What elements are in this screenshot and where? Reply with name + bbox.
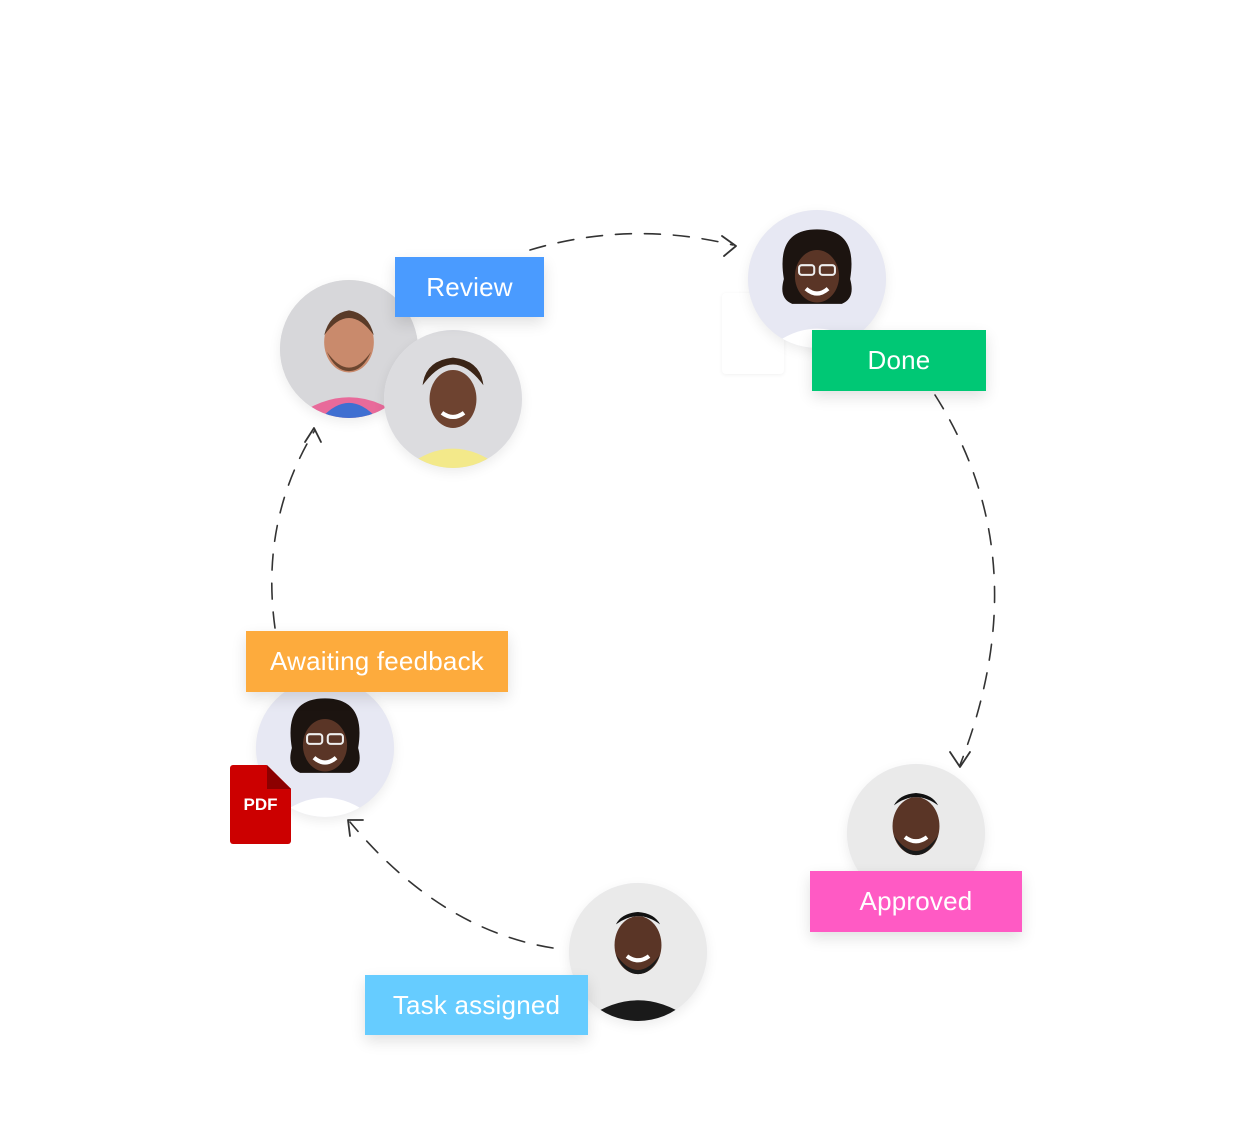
arrowhead-icon — [721, 235, 737, 257]
arrowhead-icon — [347, 819, 364, 837]
arrow-assigned-to-awaiting — [349, 821, 554, 949]
stage-awaiting-feedback-label: Awaiting feedback — [270, 646, 484, 676]
avatar-icon — [748, 210, 886, 348]
stage-review: Review — [395, 257, 544, 317]
avatar-icon — [256, 679, 394, 817]
arrowhead-icon — [949, 751, 971, 768]
stage-approved-label: Approved — [859, 886, 973, 916]
avatar-icon — [569, 883, 707, 1021]
arrowhead-icon — [304, 427, 322, 443]
stage-awaiting-feedback: Awaiting feedback — [246, 631, 508, 692]
stage-review-label: Review — [426, 271, 513, 302]
arrow-awaiting-to-review — [271, 429, 316, 629]
avatar-reviewer-2 — [384, 330, 522, 468]
stage-approved: Approved — [810, 871, 1022, 932]
pdf-label: PDF — [243, 794, 278, 814]
avatar-done — [748, 210, 886, 348]
arrow-review-to-done — [529, 232, 734, 251]
arrow-done-to-approved — [934, 394, 996, 766]
avatar-icon — [384, 330, 522, 468]
stage-task-assigned: Task assigned — [365, 975, 588, 1035]
stage-done-label: Done — [867, 345, 931, 375]
stage-task-assigned-label: Task assigned — [392, 989, 561, 1020]
stage-done: Done — [812, 330, 986, 391]
avatar-assignee — [569, 883, 707, 1021]
